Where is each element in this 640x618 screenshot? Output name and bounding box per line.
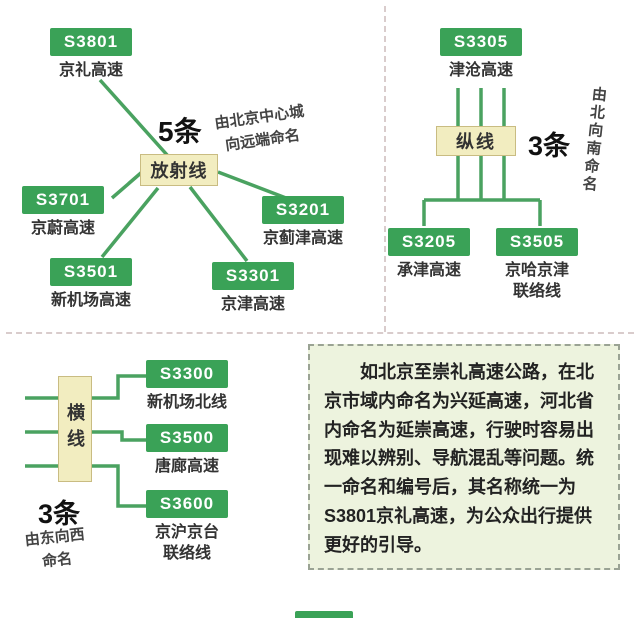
- highway-s3501: S3501 新机场高速: [50, 258, 132, 312]
- highway-s3801: S3801 京礼高速: [50, 28, 132, 82]
- vertical-group-box: 纵线: [436, 126, 516, 156]
- horizontal-count: 3条: [38, 499, 81, 529]
- highway-code-badge: S3500: [146, 424, 228, 452]
- horizontal-naming-note: 由东向西 命名: [24, 525, 86, 571]
- radial-count: 5条: [158, 116, 202, 147]
- radial-group-box: 放射线: [140, 154, 218, 186]
- horizontal-group-box: 横线: [58, 376, 92, 482]
- highway-code-badge: S3305: [440, 28, 522, 56]
- highway-name: 京津高速: [220, 296, 285, 313]
- highway-name: 新机场北线: [146, 394, 227, 411]
- highway-s3600: S3600 京沪京台 联络线: [146, 490, 228, 565]
- vertical-dashed-divider: [384, 6, 386, 332]
- highway-code-badge: S3801: [50, 28, 132, 56]
- highway-code-badge: S3701: [22, 186, 104, 214]
- highway-s3300: S3300 新机场北线: [146, 360, 228, 414]
- highway-s3305: S3305 津沧高速: [440, 28, 522, 82]
- highway-name: 京沪京台 联络线: [154, 524, 219, 562]
- highway-s3301: S3301 京津高速: [212, 262, 294, 316]
- highway-name: 京礼高速: [58, 62, 123, 79]
- vertical-count: 3条: [528, 131, 571, 161]
- radial-connector-lines: [98, 78, 287, 263]
- highway-code-badge: S3600: [146, 490, 228, 518]
- vertical-connector-lines: [422, 88, 542, 226]
- highway-name: 新机场高速: [50, 292, 131, 309]
- highway-code-badge: S3505: [496, 228, 578, 256]
- cutoff-badge: [295, 611, 353, 618]
- highway-name: 唐廊高速: [154, 458, 219, 475]
- highway-name: 津沧高速: [448, 62, 513, 79]
- highway-s3201: S3201 京蓟津高速: [262, 196, 344, 250]
- highway-name: 京蔚高速: [30, 220, 95, 237]
- highway-code-badge: S3205: [388, 228, 470, 256]
- horizontal-connector-lines: [25, 374, 146, 508]
- highway-s3205: S3205 承津高速: [388, 228, 470, 282]
- highway-code-badge: S3201: [262, 196, 344, 224]
- highway-s3500: S3500 唐廊高速: [146, 424, 228, 478]
- highway-s3701: S3701 京蔚高速: [22, 186, 104, 240]
- highway-name: 承津高速: [396, 262, 461, 279]
- highway-name: 京蓟津高速: [262, 230, 343, 247]
- highway-name: 京哈京津 联络线: [504, 262, 569, 300]
- naming-example-callout: 如北京至崇礼高速公路，在北京市域内命名为兴延高速，河北省内命名为延崇高速，行驶时…: [308, 344, 620, 570]
- highway-s3505: S3505 京哈京津 联络线: [496, 228, 578, 303]
- highway-code-badge: S3501: [50, 258, 132, 286]
- horizontal-dashed-divider: [6, 332, 634, 334]
- highway-code-badge: S3301: [212, 262, 294, 290]
- highway-code-badge: S3300: [146, 360, 228, 388]
